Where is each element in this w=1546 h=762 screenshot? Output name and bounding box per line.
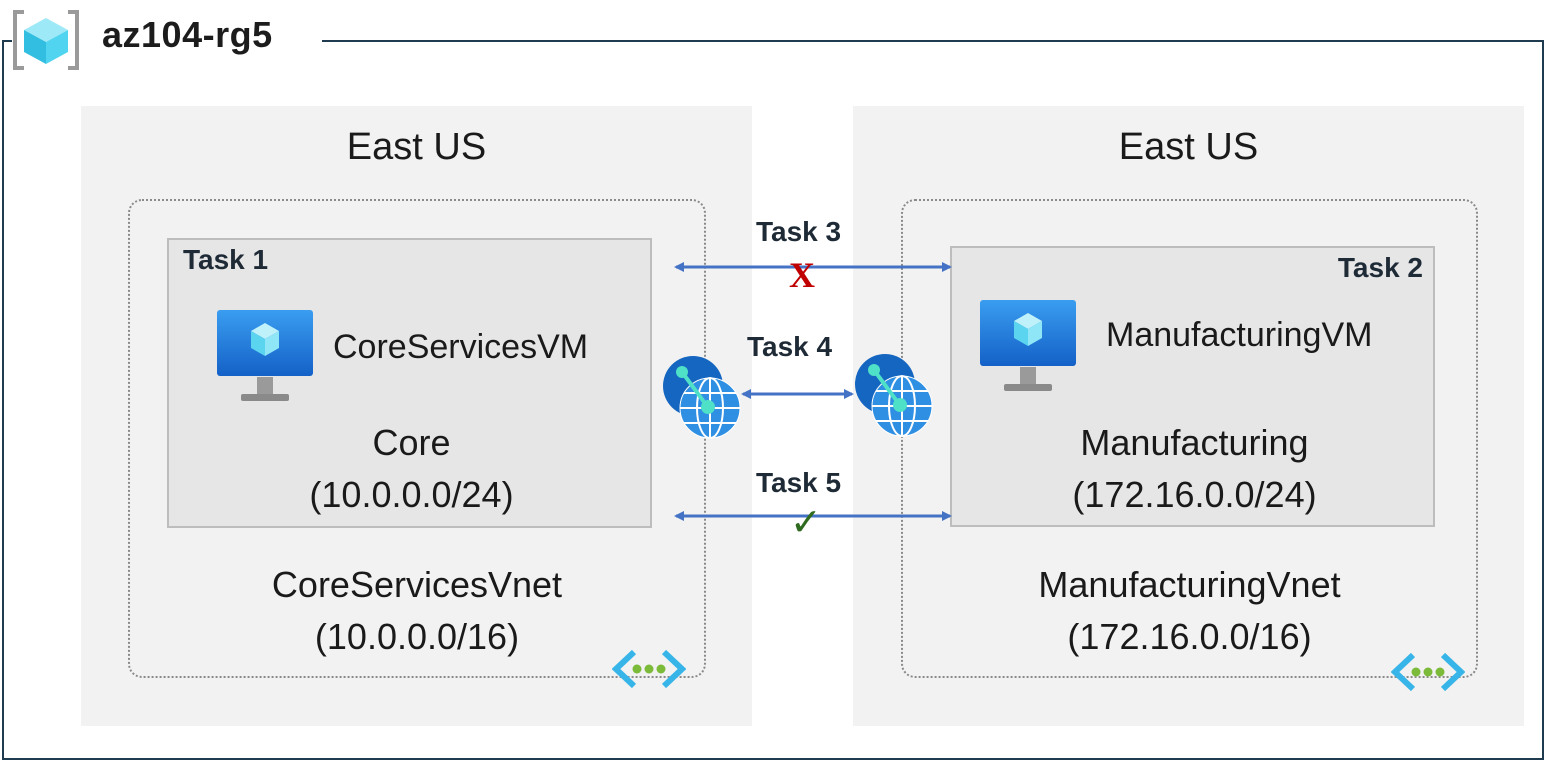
vnet-icon [612, 648, 686, 690]
subnet-manufacturing: Task 2 ManufacturingVM Manufacturing (17… [950, 246, 1435, 527]
resource-group-icon [10, 8, 82, 72]
region-label: East US [346, 126, 487, 168]
vm-name: CoreServicesVM [333, 328, 589, 366]
success-check-icon: ✓ [790, 500, 822, 544]
subnet-core: Task 1 CoreServicesVM Core (10.0.0.0/24) [167, 238, 652, 528]
frame-top-border [2, 40, 12, 42]
vnet-cidr: (172.16.0.0/16) [1067, 616, 1312, 657]
subnet-name: Core [372, 422, 451, 463]
vnet-boundary-right [901, 199, 1478, 678]
frame-top-border [322, 40, 1544, 42]
subnet-cidr: (10.0.0.0/24) [309, 474, 514, 515]
vnet-boundary-left [128, 199, 706, 678]
subnet-name: Manufacturing [1080, 422, 1309, 463]
fail-mark-icon: X [789, 255, 815, 295]
task-label: Task 1 [183, 244, 269, 275]
region-label: East US [1118, 126, 1259, 168]
task5-label: Task 5 [756, 467, 842, 498]
task3-label: Task 3 [756, 216, 842, 247]
resource-group-frame [2, 41, 1544, 760]
virtual-machine-icon [216, 309, 314, 407]
peering-globe-icon [852, 351, 936, 439]
virtual-machine-icon [979, 299, 1077, 397]
vnet-cidr: (10.0.0.0/16) [314, 616, 520, 657]
vm-name: ManufacturingVM [1106, 316, 1373, 354]
subnet-cidr: (172.16.0.0/24) [1072, 474, 1317, 515]
peering-globe-icon [660, 353, 744, 441]
resource-group-title: az104-rg5 [102, 14, 273, 55]
task4-label: Task 4 [747, 331, 833, 362]
vnet-name: ManufacturingVnet [1038, 564, 1341, 605]
task-label: Task 2 [1337, 252, 1423, 283]
vnet-name: CoreServicesVnet [271, 564, 563, 605]
vnet-icon [1391, 651, 1465, 693]
